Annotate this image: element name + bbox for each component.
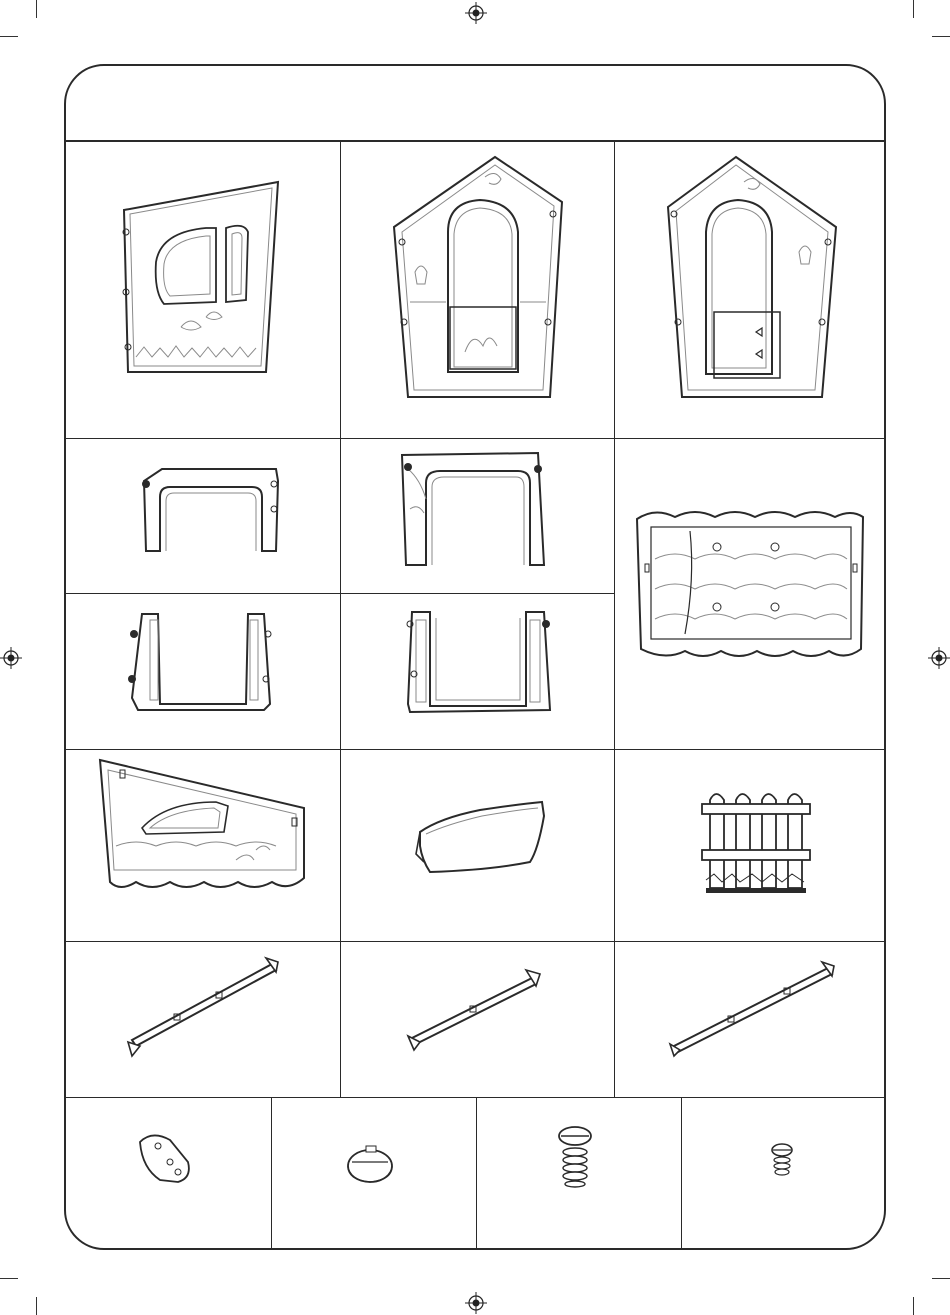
crop-mark	[0, 1278, 18, 1279]
part-fence-gate	[614, 750, 886, 941]
registration-mark-top	[465, 2, 487, 24]
crop-mark	[913, 0, 914, 18]
part-round-cap	[272, 1098, 476, 1250]
part-roof-panel	[615, 439, 886, 749]
crop-mark	[36, 0, 37, 18]
crop-mark	[932, 36, 950, 37]
part-ridge-bar-short	[66, 942, 340, 1097]
part-screw-large	[477, 1098, 681, 1250]
parts-sheet	[64, 64, 886, 1250]
part-door-frame-upper	[66, 439, 340, 593]
part-front-door-wall	[340, 142, 614, 438]
registration-mark-left	[0, 647, 22, 669]
part-gable-side-panel	[66, 750, 340, 941]
sheet-header	[66, 66, 884, 142]
part-screw-small	[682, 1098, 886, 1250]
part-ridge-bar-medium	[340, 942, 614, 1097]
part-clip-connector	[66, 1098, 271, 1250]
registration-mark-right	[928, 647, 950, 669]
crop-mark	[36, 1297, 37, 1315]
part-back-door-wall	[614, 142, 886, 438]
crop-mark	[0, 36, 18, 37]
part-flower-box	[340, 750, 614, 941]
part-door-frame-lower-alt	[340, 594, 614, 749]
part-door-frame-upper-decorated	[340, 439, 614, 593]
part-ridge-bar-long	[614, 942, 886, 1097]
crop-mark	[932, 1278, 950, 1279]
registration-mark-bottom	[465, 1292, 487, 1314]
part-door-frame-lower	[66, 594, 340, 749]
crop-mark	[913, 1297, 914, 1315]
part-side-window-panel	[66, 142, 340, 438]
